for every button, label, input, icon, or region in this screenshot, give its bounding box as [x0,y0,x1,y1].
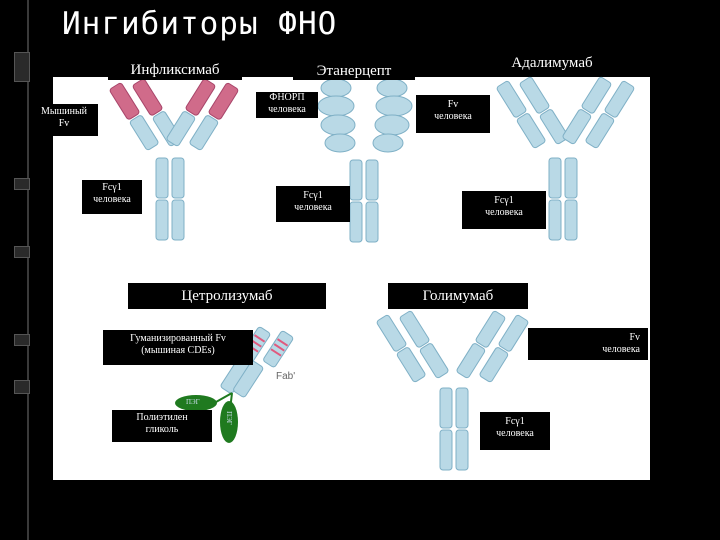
adalimumab-label: Адалимумаб [468,50,636,76]
peg-chain-1 [175,395,217,411]
decor-block-5 [14,380,30,394]
tnfr-label: ФНОРП человека [256,92,318,118]
certolizumab-label: Цетролизумаб [128,283,326,309]
adalimumab-fc-label: Fcγ1 человека [462,191,546,229]
humanized-fv-label: Гуманизированный Fv (мышиная CDEs) [103,330,253,365]
slide-title: Ингибиторы ФНО [62,6,338,42]
certolizumab-fab [175,326,294,443]
etanercept-label: Этанерцепт [293,60,415,80]
decor-block-1 [14,52,30,82]
peg-label: Полиэтилен гликоль [112,410,212,442]
decor-block-2 [14,178,30,190]
etanercept-fc-label: Fcγ1 человека [276,186,350,222]
mouse-fv-label: Мышиный Fv [30,104,98,136]
etanercept-fusion [317,78,413,243]
infliximab-antibody [108,77,240,241]
golimumab-fv-label: Fv человека [528,328,648,360]
peg-chain-2 [220,401,238,443]
decor-block-3 [14,246,30,258]
peg-short-label-2: ПЭГ [224,411,233,425]
decor-block-4 [14,334,30,346]
fab-label: Fab' [276,371,296,382]
peg-short-label-1: ПЭГ [186,398,200,406]
infliximab-fc-label: Fcγ1 человека [82,180,142,214]
golimumab-label: Голимумаб [388,283,528,309]
infliximab-label: Инфликсимаб [108,60,242,80]
adalimumab-fv-label: Fv человека [416,95,490,133]
left-rail [27,0,29,540]
golimumab-fc-label: Fcγ1 человека [480,412,550,450]
